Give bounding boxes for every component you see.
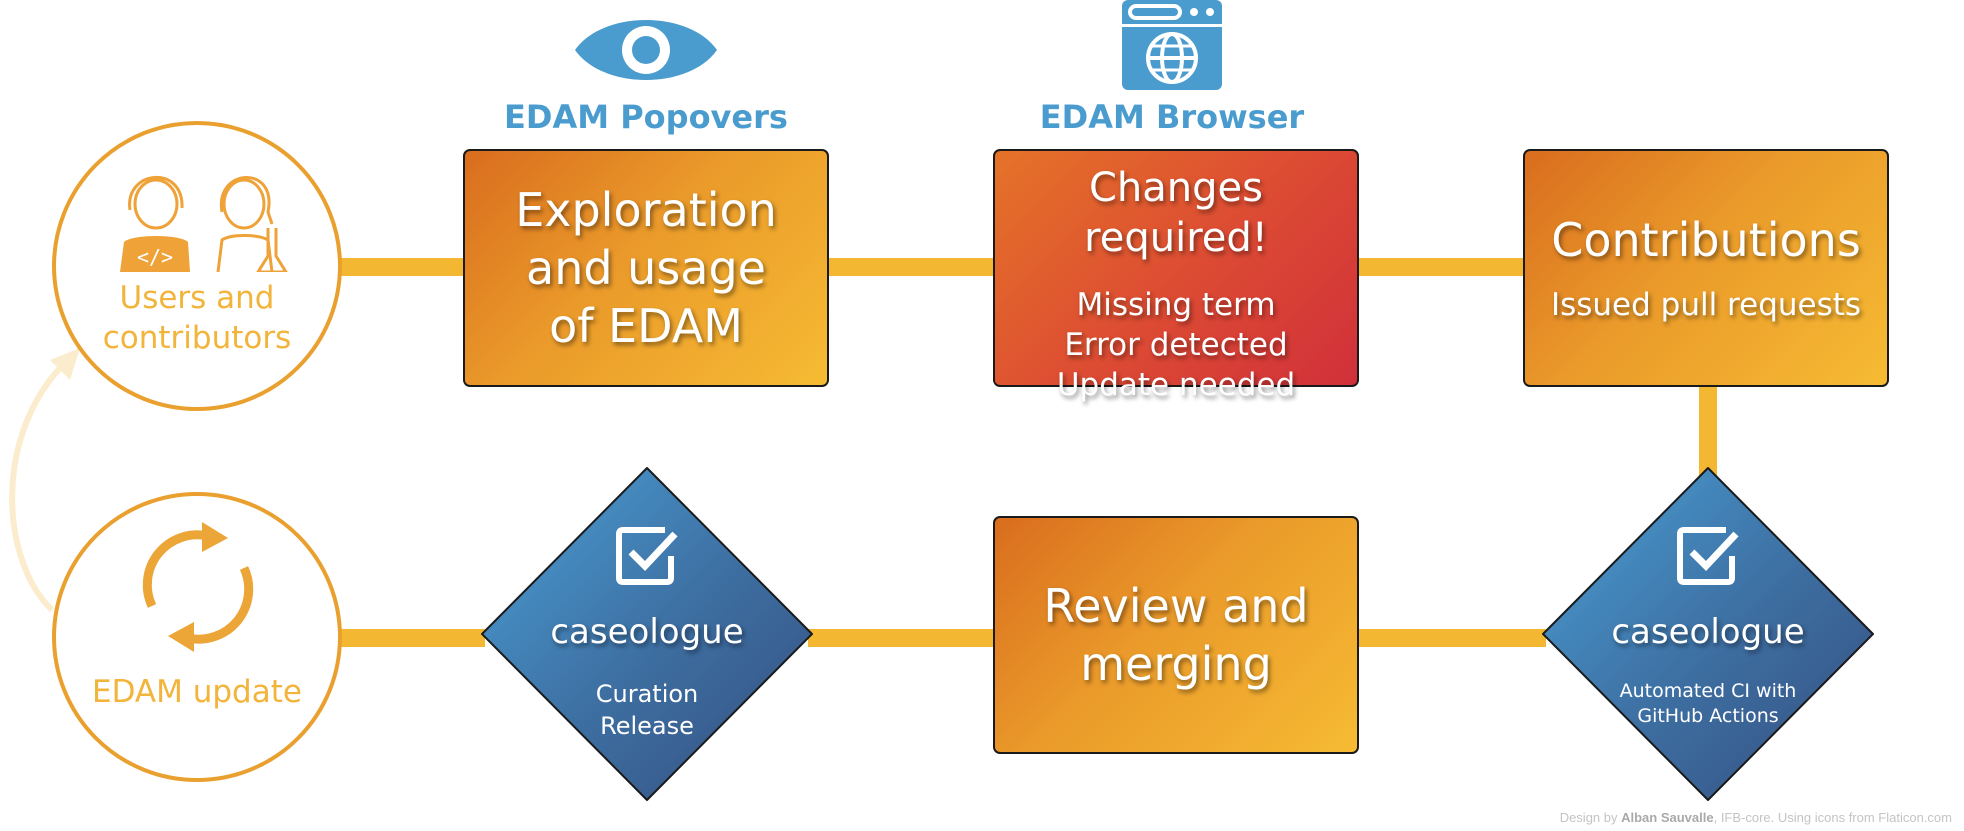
connector-contributions-caseologue — [1699, 384, 1717, 484]
feedback-arrow — [9, 355, 73, 613]
svg-text:</>: </> — [137, 245, 173, 269]
changes-required-box[interactable]: Changes required! Missing term Error det… — [993, 149, 1359, 403]
edam-popovers-label[interactable]: EDAM Popovers — [504, 98, 788, 136]
credit-author: Alban Sauvalle — [1621, 810, 1714, 825]
review-line1: Review and — [1043, 579, 1309, 633]
credit-suffix: , IFB-core. Using icons from Flaticon.co… — [1713, 810, 1952, 825]
connector-caseologue-review — [808, 629, 996, 647]
changes-title: Changes required! — [1084, 165, 1268, 261]
users-label-line1: Users and — [119, 280, 275, 316]
caseologue-left-title: caseologue — [550, 612, 744, 652]
caseologue-left-line2: Release — [600, 712, 694, 740]
connector-update-caseologue — [340, 629, 485, 647]
review-merging-box[interactable]: Review and merging — [993, 516, 1359, 754]
connector-review-caseologue — [1356, 629, 1546, 647]
users-label: Users and contributors — [52, 278, 342, 358]
caseologue-right-line1: Automated CI with — [1619, 680, 1797, 702]
exploration-line3: of EDAM — [549, 299, 743, 353]
update-label: EDAM update — [92, 674, 302, 710]
contributions-title: Contributions — [1551, 213, 1861, 267]
changes-item-error: Error detected — [1064, 327, 1288, 363]
caseologue-left-checkbox-icon — [615, 524, 679, 588]
connector-changes-contributions — [1356, 258, 1526, 276]
credit-text: Design by Alban Sauvalle, IFB-core. Usin… — [1560, 810, 1952, 825]
review-line2: merging — [1080, 637, 1272, 691]
changes-item-update: Update needed — [1056, 367, 1296, 403]
caseologue-right-diamond[interactable] — [1542, 467, 1874, 801]
users-label-line2: contributors — [102, 320, 292, 356]
changes-item-missing: Missing term — [1076, 287, 1276, 323]
refresh-cycle-icon — [136, 522, 260, 652]
caseologue-right-title: caseologue — [1611, 612, 1805, 652]
edam-browser-label[interactable]: EDAM Browser — [1039, 98, 1305, 136]
caseologue-left-diamond[interactable] — [481, 467, 813, 801]
connector-users-exploration — [340, 258, 465, 276]
feedback-arrowhead — [50, 348, 80, 380]
exploration-line2: and usage — [526, 241, 766, 295]
caseologue-right-checkbox-icon — [1676, 524, 1740, 588]
contributions-box[interactable]: Contributions Issued pull requests — [1523, 149, 1889, 387]
eye-icon[interactable] — [573, 10, 719, 90]
exploration-line1: Exploration — [515, 183, 777, 237]
users-icon: </> — [118, 160, 294, 274]
browser-globe-icon[interactable] — [1120, 0, 1224, 92]
connector-exploration-changes — [826, 258, 996, 276]
credit-prefix: Design by — [1559, 810, 1622, 825]
caseologue-right-line2: GitHub Actions — [1637, 705, 1779, 727]
caseologue-left-line1: Curation — [595, 680, 699, 708]
users-circle — [52, 121, 342, 411]
contributions-subtitle: Issued pull requests — [1550, 287, 1862, 323]
exploration-box[interactable]: Exploration and usage of EDAM — [463, 149, 829, 387]
